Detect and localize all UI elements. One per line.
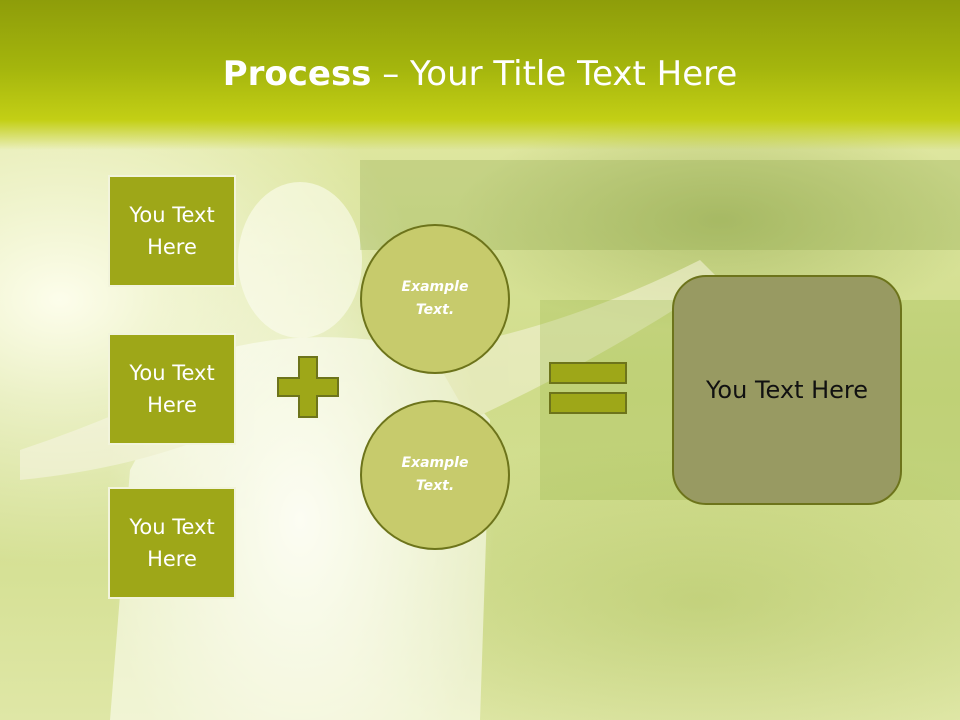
slide-title: Process – Your Title Text Here [0,52,960,96]
plus-icon [277,356,339,418]
title-bold: Process [222,54,372,94]
result-box[interactable]: You Text Here [672,275,902,505]
example-circle-2[interactable]: Example Text. [360,400,510,550]
equals-icon [549,362,627,414]
text-box-3[interactable]: You Text Here [108,487,236,599]
text-box-1[interactable]: You Text Here [108,175,236,287]
example-circle-1[interactable]: Example Text. [360,224,510,374]
title-rest: – Your Title Text Here [371,54,738,94]
title-banner [0,0,960,150]
text-box-2[interactable]: You Text Here [108,333,236,445]
